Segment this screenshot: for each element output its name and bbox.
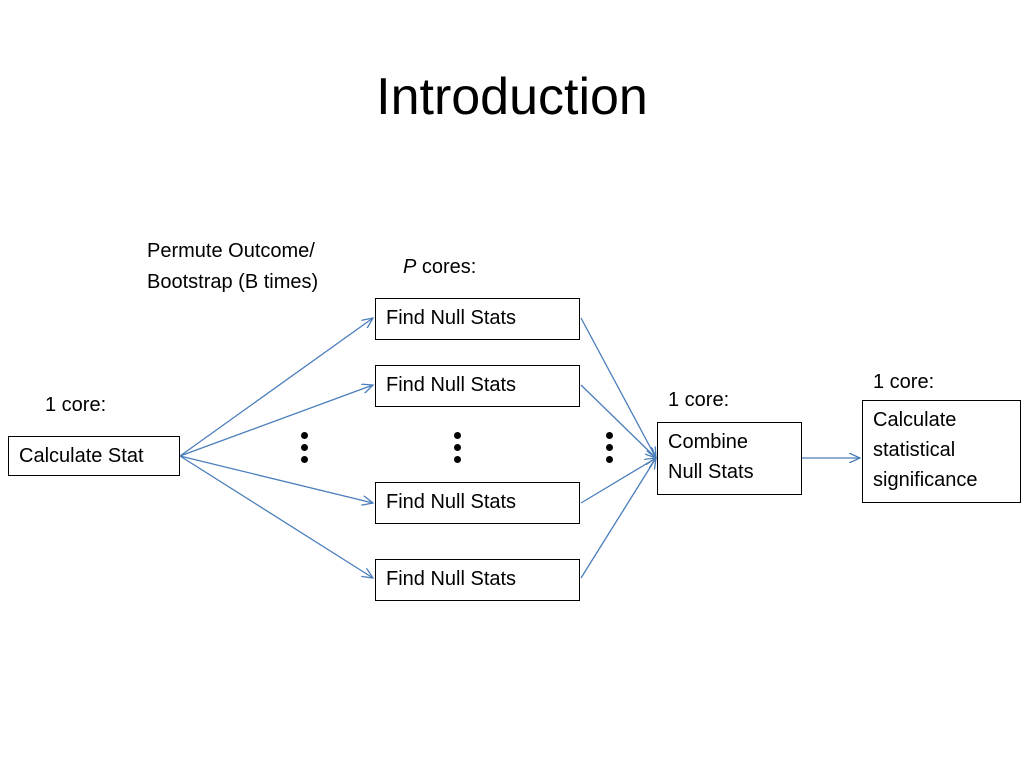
calc-stat-core-label: 1 core: xyxy=(45,394,107,416)
ellipsis-dots-left xyxy=(299,432,309,468)
arrow-null-1-to-combine xyxy=(580,317,656,458)
find-null-stats-text: Find Null Stats xyxy=(386,374,517,396)
significance-text-line2: statistical xyxy=(873,439,956,461)
find-null-stats-text: Find Null Stats xyxy=(386,568,517,590)
find-null-stats-box: Find Null Stats xyxy=(375,365,580,407)
find-null-stats-text: Find Null Stats xyxy=(386,307,517,329)
calculate-significance-box: Calculate statistical significance xyxy=(862,400,1021,503)
combine-core-label: 1 core: xyxy=(668,389,730,411)
arrow-calc-to-null-4 xyxy=(179,455,373,578)
find-null-stats-box: Find Null Stats xyxy=(375,298,580,340)
find-null-stats-box: Find Null Stats xyxy=(375,559,580,601)
significance-text-line3: significance xyxy=(873,469,978,491)
p-cores-variable: P xyxy=(403,256,417,278)
arrow-calc-to-null-2 xyxy=(179,385,373,457)
combine-text-line1: Combine xyxy=(668,431,749,453)
slide-title: Introduction xyxy=(376,68,648,126)
significance-text-line1: Calculate xyxy=(873,409,957,431)
combine-text-line2: Null Stats xyxy=(668,461,754,483)
arrow-calc-to-null-1 xyxy=(179,318,373,457)
p-cores-text: cores: xyxy=(416,256,477,278)
combine-null-stats-box: Combine Null Stats xyxy=(657,422,802,495)
ellipsis-dots-right xyxy=(604,432,614,468)
find-null-stats-text: Find Null Stats xyxy=(386,491,517,513)
arrow-calc-to-null-3 xyxy=(179,455,373,503)
calculate-stat-text: Calculate Stat xyxy=(19,445,144,467)
find-null-stats-box: Find Null Stats xyxy=(375,482,580,524)
arrow-null-4-to-combine xyxy=(580,458,656,579)
arrow-null-2-to-combine xyxy=(580,384,656,458)
permute-label-line1: Permute Outcome/ xyxy=(147,240,315,262)
arrow-null-3-to-combine xyxy=(580,458,656,504)
p-cores-label: P cores: xyxy=(403,252,476,282)
permute-label-line2: Bootstrap (B times) xyxy=(147,271,319,293)
calculate-stat-box: Calculate Stat xyxy=(8,436,180,476)
significance-core-label: 1 core: xyxy=(873,371,935,393)
ellipsis-dots-middle xyxy=(452,432,462,468)
